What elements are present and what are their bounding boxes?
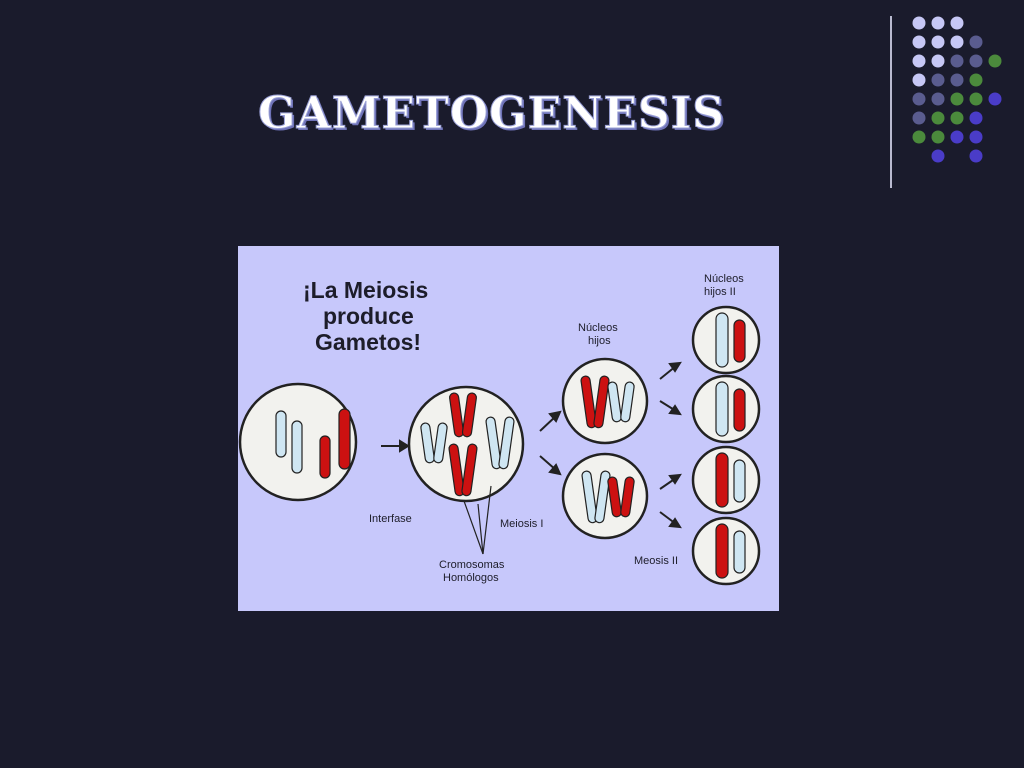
chromosome-interfase-red-1 xyxy=(319,435,331,479)
label-meiosis-1: Meiosis I xyxy=(500,518,543,530)
chromosome-m1-red-2 xyxy=(448,443,478,497)
chromosome-d1-light xyxy=(607,381,635,423)
decor-dot xyxy=(950,111,964,125)
homologous-pointer-lines xyxy=(463,485,492,555)
cell-meiosis-1 xyxy=(407,385,525,503)
decor-dot xyxy=(988,92,1002,106)
label-daughter-nuclei-2: hijos xyxy=(588,335,611,347)
chromosome-interfase-light-1 xyxy=(275,410,287,458)
chromosome-n2-4-b xyxy=(733,530,746,574)
decor-dot xyxy=(950,35,964,49)
decor-dot xyxy=(950,54,964,68)
chromosome-interfase-red-2 xyxy=(338,408,351,470)
decor-dot xyxy=(969,54,983,68)
headline-line-1: ¡La Meiosis xyxy=(303,277,428,303)
decor-dot xyxy=(969,35,983,49)
chromosome-n2-3-a xyxy=(715,452,729,508)
decor-dot xyxy=(950,130,964,144)
decor-dot xyxy=(969,92,983,106)
label-interfase: Interfase xyxy=(369,513,412,525)
headline-line-3: Gametos! xyxy=(315,329,421,355)
chromosome-interfase-light-2 xyxy=(291,420,303,474)
chromosome-m1-light-2 xyxy=(485,416,515,470)
decor-dot xyxy=(950,16,964,30)
decor-dot xyxy=(988,54,1002,68)
decor-dot xyxy=(931,73,945,87)
label-daughter-nuclei-1: Núcleos xyxy=(578,322,618,334)
decor-dot xyxy=(931,111,945,125)
decor-dot xyxy=(950,73,964,87)
vertical-divider xyxy=(890,16,892,188)
decor-dot xyxy=(931,35,945,49)
chromosome-n2-4-a xyxy=(715,523,729,579)
decor-dot xyxy=(931,130,945,144)
label-homologous-1: Cromosomas xyxy=(439,559,505,571)
chromosome-m1-red-1 xyxy=(449,392,477,438)
decor-dot xyxy=(969,73,983,87)
decorative-dot-grid xyxy=(912,16,1002,163)
chromosome-d2-light xyxy=(581,470,611,524)
decor-dot xyxy=(912,16,926,30)
meiosis-diagram: ¡La Meiosis produce Gametos! xyxy=(238,246,779,611)
label-daughter-nuclei-ii-1: Núcleos xyxy=(704,273,744,285)
chromosome-n2-2-a xyxy=(715,381,729,437)
decor-dot xyxy=(969,149,983,163)
decor-dot xyxy=(912,130,926,144)
decor-dot xyxy=(912,35,926,49)
chromosome-d1-red xyxy=(580,375,610,429)
chromosome-n2-1-b xyxy=(733,319,746,363)
decor-dot xyxy=(912,111,926,125)
decor-dot xyxy=(931,54,945,68)
decor-dot xyxy=(912,73,926,87)
process-arrows xyxy=(381,361,682,529)
chromosome-n2-3-b xyxy=(733,459,746,503)
decor-dot xyxy=(950,92,964,106)
headline-line-2: produce xyxy=(323,303,414,329)
decor-dot xyxy=(912,92,926,106)
chromosome-m1-light-1 xyxy=(420,422,448,464)
decor-dot xyxy=(969,111,983,125)
label-daughter-nuclei-ii-2: hijos II xyxy=(704,286,736,298)
decor-dot xyxy=(912,54,926,68)
slide-title: Gametogenesis xyxy=(257,88,726,140)
decor-dot xyxy=(969,130,983,144)
decor-dot xyxy=(931,149,945,163)
chromosome-d2-red xyxy=(607,476,635,518)
label-meiosis-2: Meosis II xyxy=(634,555,678,567)
decor-dot xyxy=(931,16,945,30)
chromosome-n2-2-b xyxy=(733,388,746,432)
chromosome-n2-1-a xyxy=(715,312,729,368)
label-homologous-2: Homólogos xyxy=(443,572,499,584)
decor-dot xyxy=(931,92,945,106)
